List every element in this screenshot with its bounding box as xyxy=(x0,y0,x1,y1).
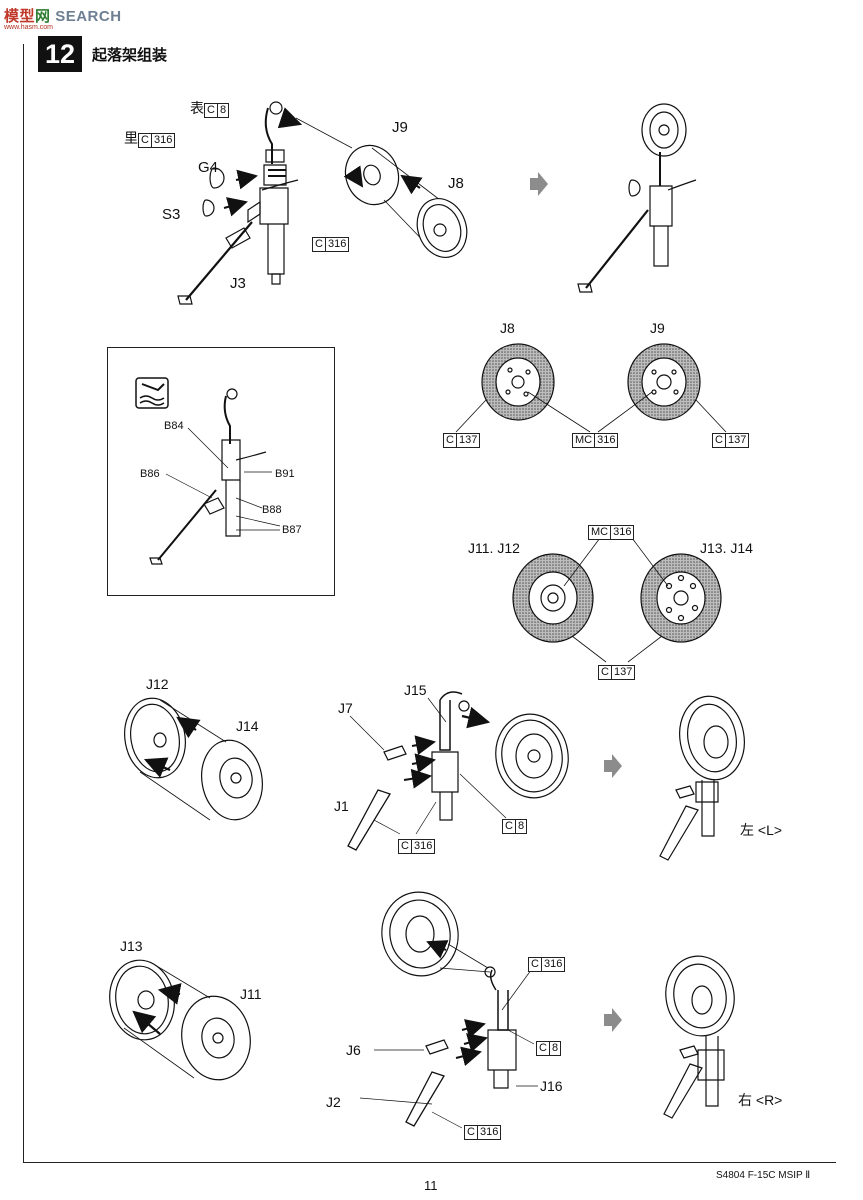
page-number: 11 xyxy=(424,1178,438,1193)
nose-strut-assembled xyxy=(577,103,697,293)
inset-strut-detail xyxy=(149,388,267,565)
label-s3: S3 xyxy=(162,206,181,223)
label-j6: J6 xyxy=(346,1042,361,1058)
label-j7: J7 xyxy=(338,700,353,716)
label-j13-j14: J13. J14 xyxy=(700,540,753,556)
label-j9-top: J9 xyxy=(392,119,408,136)
label-b88: B88 xyxy=(262,504,282,516)
label-j8-top: J8 xyxy=(448,175,464,192)
watermark-url: www.hasm.com xyxy=(4,24,54,31)
label-j1: J1 xyxy=(334,798,349,814)
wheel-j13-j14-painted xyxy=(640,553,722,643)
step-number: 12 xyxy=(38,36,82,72)
footer-model-code: S4804 F-15C MSIP Ⅱ xyxy=(716,1170,811,1181)
wheel-hub-j9-top xyxy=(343,144,400,206)
step-arrow-1 xyxy=(530,172,548,196)
wheel-j11-j12-painted xyxy=(512,553,594,643)
watermark-logo: 模型网 SEARCH xyxy=(4,8,122,25)
label-b86: B86 xyxy=(140,468,160,480)
label-j11: J11 xyxy=(240,986,262,1002)
label-j14: J14 xyxy=(236,718,259,734)
wheel-j8-painted xyxy=(481,343,555,421)
label-right-side: 右 <R> xyxy=(738,1092,783,1108)
left-rule xyxy=(23,44,24,1162)
main-strut-left-assembled xyxy=(659,695,745,861)
hub-j12 xyxy=(124,697,186,779)
bottom-rule xyxy=(23,1162,836,1163)
main-strut-left-parts xyxy=(347,691,470,851)
step-arrow-2 xyxy=(604,754,622,778)
detail-inset-box xyxy=(107,347,335,596)
step-arrow-3 xyxy=(604,1008,622,1032)
label-j15: J15 xyxy=(404,682,427,698)
wheel-j9-painted xyxy=(627,343,701,421)
label-j13: J13 xyxy=(120,938,143,954)
main-strut-right-assembled xyxy=(663,955,735,1119)
nose-strut-top-left xyxy=(177,101,299,305)
label-j16: J16 xyxy=(540,1078,563,1094)
label-b87: B87 xyxy=(282,524,302,536)
paint-instruction-icon xyxy=(135,377,169,409)
wheel-main-left xyxy=(495,713,569,799)
label-b84: B84 xyxy=(164,420,184,432)
wheel-j8-top xyxy=(400,174,468,258)
wheel-j11 xyxy=(181,995,251,1081)
wheel-j14 xyxy=(201,739,263,821)
label-left-side: 左 <L> xyxy=(740,822,783,838)
label-j8-mid: J8 xyxy=(500,320,515,336)
label-b91: B91 xyxy=(275,468,295,480)
label-j12: J12 xyxy=(146,676,169,692)
label-j9-mid: J9 xyxy=(650,320,665,336)
label-g4: G4 xyxy=(198,159,219,176)
label-j2: J2 xyxy=(326,1094,341,1110)
hub-j13 xyxy=(109,959,175,1041)
label-j11-j12: J11. J12 xyxy=(468,540,520,556)
label-j3: J3 xyxy=(230,275,246,292)
step-title: 起落架组装 xyxy=(92,47,168,64)
main-strut-right-parts xyxy=(405,966,517,1127)
wheel-main-right xyxy=(381,891,459,977)
